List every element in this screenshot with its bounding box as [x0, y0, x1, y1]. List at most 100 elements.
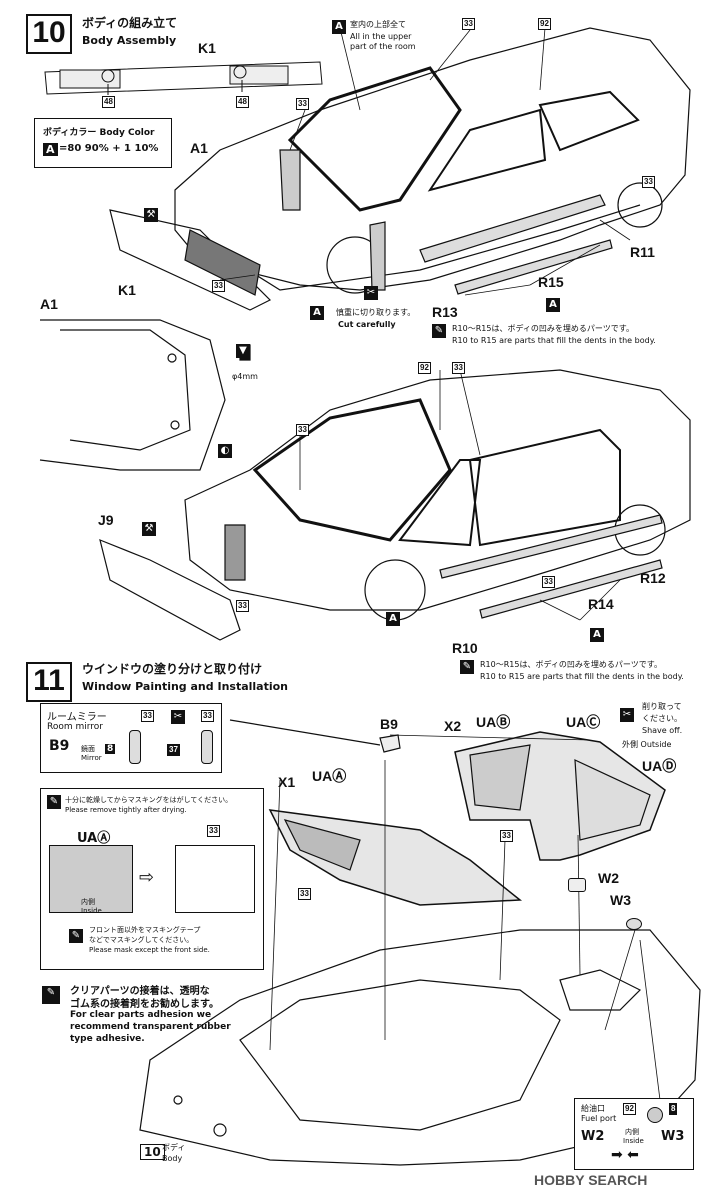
drill-size: φ4mm — [232, 372, 258, 381]
arrow-right-icon: ⇨ — [139, 867, 155, 888]
part-33-f: 33 — [296, 424, 309, 436]
r14-label: R14 — [588, 596, 614, 612]
inside2-en: Inside — [623, 1137, 644, 1145]
part-48-right: 48 — [236, 96, 249, 108]
fuel-port-box: 給油口 Fuel port 92 8 内側 Inside W2 W3 ➡ ⬅ — [574, 1098, 694, 1170]
body-ref-number: 10 — [140, 1144, 165, 1160]
ua-panel-label: UAⒶ — [77, 831, 111, 846]
part-33-h: 33 — [236, 600, 249, 612]
step-11-number: 11 — [26, 662, 72, 702]
step-10-title-jp: ボディの組み立て — [82, 16, 178, 30]
lower-body-shell — [139, 929, 701, 1166]
mirror-leader — [229, 719, 381, 746]
part-8-fuel: 8 — [669, 1103, 678, 1115]
shave-en: Shave off. — [642, 726, 683, 735]
glue-icon: ⚒ — [144, 208, 158, 222]
k1-label: K1 — [118, 282, 136, 298]
a1-label: A1 — [190, 140, 208, 156]
brush-icon-front: ✎ — [69, 929, 83, 943]
w2-label: W2 — [598, 870, 619, 886]
r10-label: R10 — [452, 640, 478, 656]
room-mirror-jp: ルームミラー — [47, 712, 107, 723]
part-33-panel: 33 — [207, 825, 220, 837]
step-10-title-en: Body Assembly — [82, 34, 177, 47]
room-mirror-en: Room mirror — [47, 722, 104, 732]
clear-en-3: type adhesive. — [70, 1034, 145, 1044]
part-33-d: 33 — [212, 280, 225, 292]
mirror-part-en: Mirror — [81, 754, 102, 762]
watermark-text: HOBBY SEARCH — [534, 1172, 648, 1188]
masking-box: ✎ 十分に乾燥してからマスキングをはがしてください。 Please remove… — [40, 788, 264, 970]
w3-label: W3 — [610, 892, 631, 908]
fuel-arrow-icon: ➡ ⬅ — [611, 1147, 639, 1163]
part-33-mirror-1: 33 — [141, 710, 154, 722]
inside-jp: 内側 — [81, 898, 95, 906]
fuel-port-en: Fuel port — [581, 1114, 617, 1123]
part-92-a: 92 — [538, 18, 551, 30]
clear-en-1: For clear parts adhesion we — [70, 1010, 212, 1020]
part-33-x2: 33 — [500, 830, 513, 842]
r15-label: R15 — [538, 274, 564, 290]
mirror-shape-2 — [201, 730, 213, 764]
inside-en: Inside — [81, 907, 102, 915]
inside2-jp: 内側 — [625, 1128, 639, 1136]
lower-car-body — [99, 369, 691, 641]
dents-note-en-1: R10 to R15 are parts that fill the dents… — [452, 336, 656, 345]
interior-note-jp: 室内の上部全て — [350, 20, 406, 29]
front-note-jp-2: などでマスキングしてください。 — [89, 936, 194, 944]
dents-note-jp-2: R10〜R15は、ボディの凹みを埋めるパーツです。 — [480, 660, 662, 669]
part-48-left: 48 — [102, 96, 115, 108]
fuel-port-jp: 給油口 — [581, 1104, 605, 1113]
cut-note-jp: 慎重に切り取ります。 — [336, 308, 416, 317]
dents-note-jp-1: R10〜R15は、ボディの凹みを埋めるパーツです。 — [452, 324, 634, 333]
mask-note-jp: 十分に乾燥してからマスキングをはがしてください。 — [65, 796, 233, 804]
body-ref-en: Body — [162, 1154, 183, 1163]
r13-label: R13 — [432, 304, 458, 320]
interior-note-en2: part of the room — [350, 42, 416, 51]
a-interior-marker: A — [332, 20, 346, 34]
cut-icon: ✂ — [364, 286, 378, 300]
a-marker-3: A — [386, 612, 400, 626]
a-marker-4: A — [590, 628, 604, 642]
fuel-cap-shape — [647, 1107, 663, 1123]
interior-note-en1: All in the upper — [350, 32, 412, 41]
mask-note-en: Please remove tightly after drying. — [65, 806, 187, 814]
part-33-a: 33 — [462, 18, 475, 30]
color-formula: =80 90% + 1 10% — [59, 143, 159, 154]
step-11-title-jp: ウインドウの塗り分けと取り付け — [82, 662, 263, 676]
w2-part-shape — [568, 878, 586, 892]
clear-en-2: recommend transparent rubber — [70, 1022, 231, 1032]
part-92-fuel: 92 — [623, 1103, 636, 1115]
part-33-c: 33 — [642, 176, 655, 188]
dents-note-en-2: R10 to R15 are parts that fill the dents… — [480, 672, 684, 681]
b9-top-label: B9 — [380, 716, 398, 732]
step-10-number: 10 — [26, 14, 72, 54]
part-33-b: 33 — [296, 98, 309, 110]
a1-bottom-label: A1 — [40, 296, 58, 312]
outside-label: 外側 Outside — [622, 740, 672, 749]
part-37-badge: 37 — [167, 744, 180, 756]
w2-fuel-label: W2 — [581, 1129, 605, 1144]
k1-bar-part — [44, 61, 323, 95]
uaa-label: UAⒶ — [312, 768, 347, 784]
cut-icon-mirror: ✂ — [171, 710, 185, 724]
glue-icon-2: ⚒ — [142, 522, 156, 536]
r11-label: R11 — [630, 244, 655, 260]
a-marker-2: A — [546, 298, 560, 312]
uad-label: UAⒹ — [642, 758, 677, 774]
clear-jp-2: ゴム系の接着剤をお勧めします。 — [70, 999, 219, 1010]
j9-label: J9 — [98, 512, 114, 528]
uab-label: UAⒷ — [476, 714, 511, 730]
step-11-title-en: Window Painting and Installation — [82, 680, 289, 693]
part-92-b: 92 — [418, 362, 431, 374]
color-a-badge: A — [43, 143, 58, 156]
upper-car-body — [109, 27, 691, 311]
body-color-box: ボディカラー Body Color A =80 90% + 1 10% — [34, 118, 172, 168]
room-mirror-box: ルームミラー Room mirror B9 鏡面 Mirror 8 33 ✂ 3… — [40, 703, 222, 773]
a-marker-1: A — [310, 306, 324, 320]
x1-label: X1 — [278, 774, 296, 790]
front-note-jp-1: フロント面以外をマスキングテープ — [89, 926, 201, 934]
body-color-title: ボディカラー Body Color — [43, 128, 155, 138]
